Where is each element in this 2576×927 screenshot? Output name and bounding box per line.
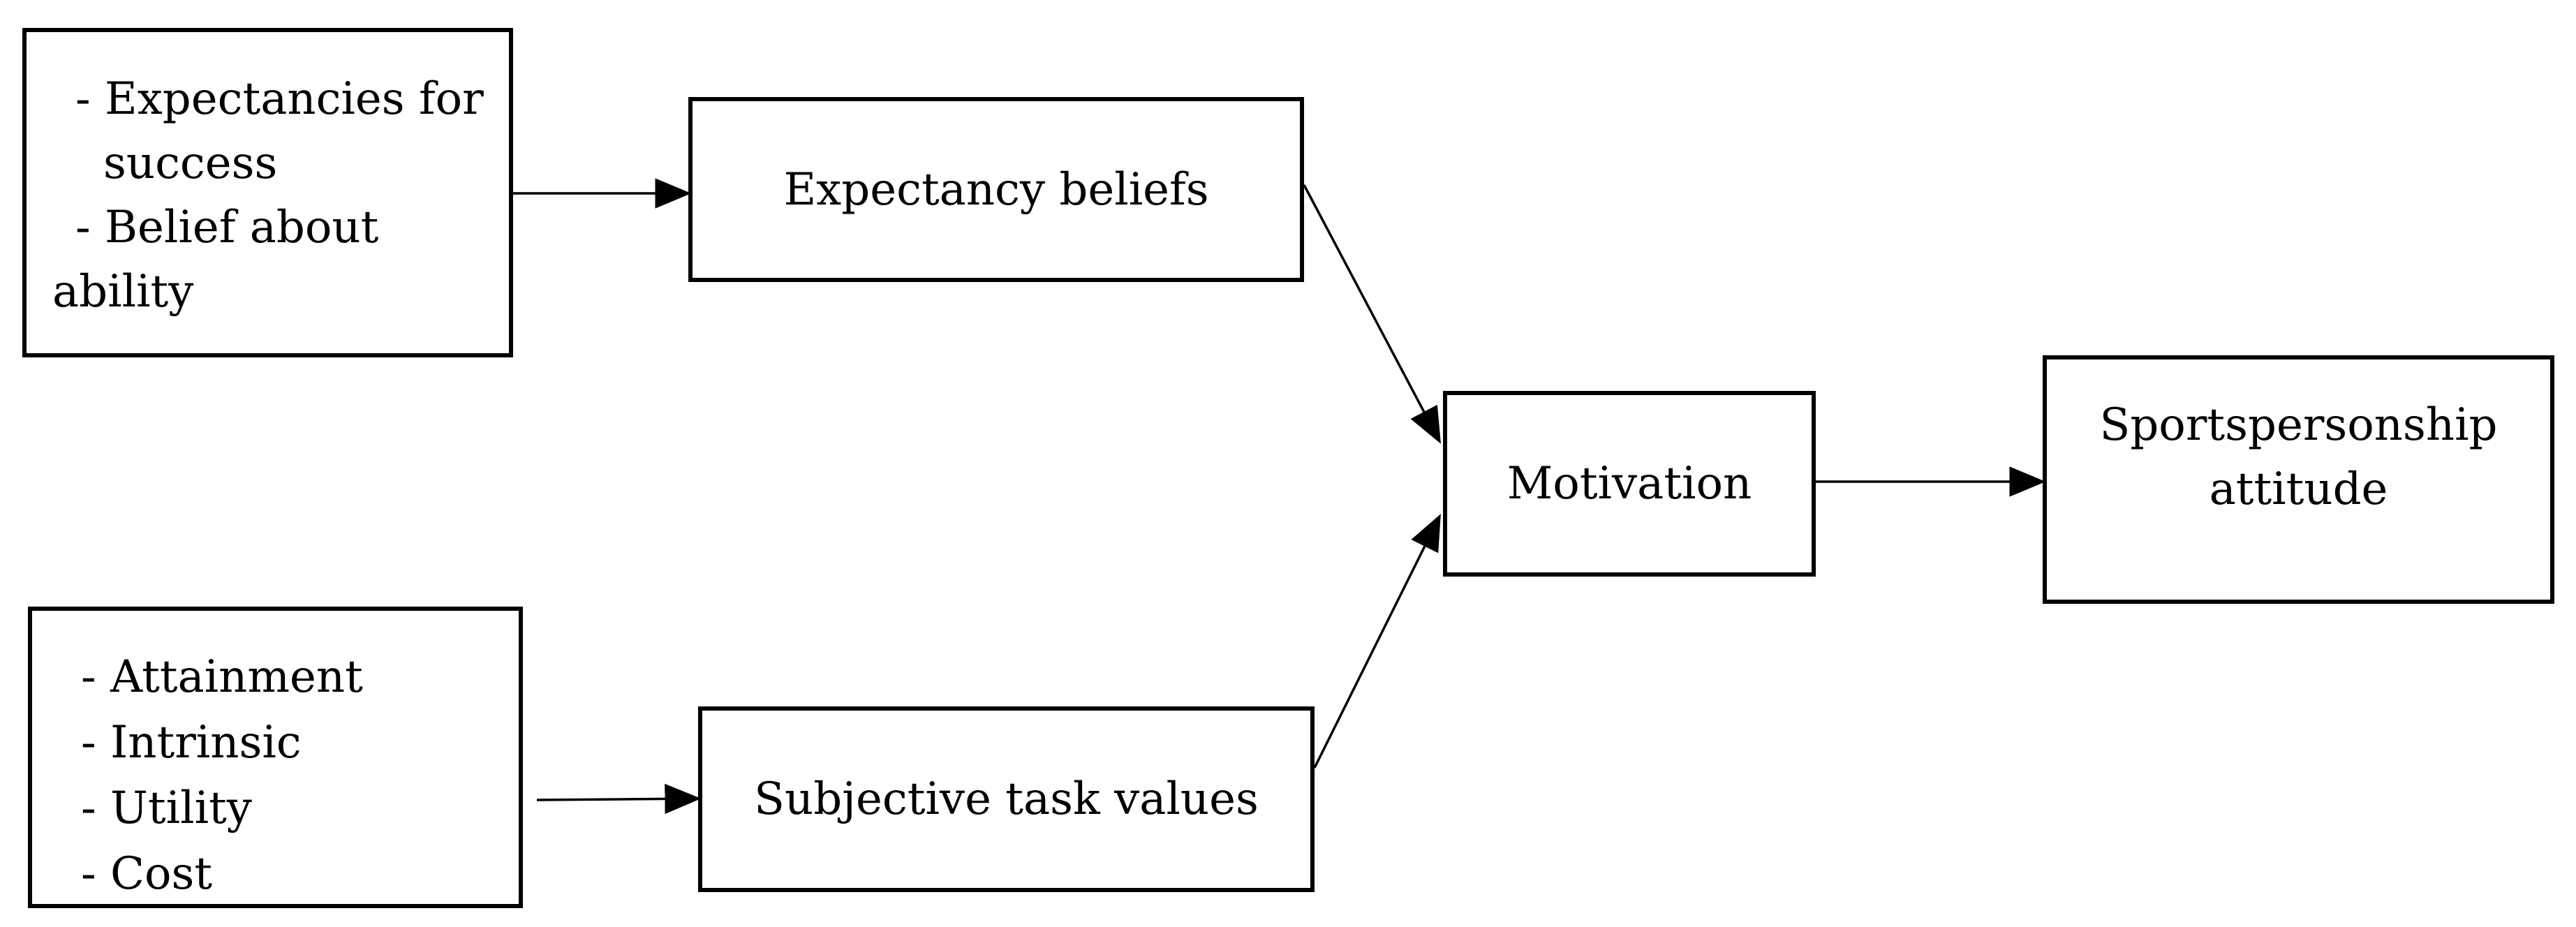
expectancy-items-line-2: success (103, 138, 278, 189)
value-items-line-1: - Attainment (81, 651, 363, 703)
expectancy-beliefs-box: Expectancy beliefs (688, 97, 1304, 282)
sportspersonship-attitude-line-1: Sportspersonship (2099, 399, 2498, 451)
motivation-box: Motivation (1443, 391, 1816, 577)
arrow-subjective-task-values-to-motivation (1313, 514, 1441, 769)
value-items-box: - Attainment - Intrinsic - Utility - Cos… (28, 607, 523, 908)
motivation-label: Motivation (1507, 458, 1752, 510)
sportspersonship-attitude-line-2: attitude (2209, 464, 2388, 515)
subjective-task-values-label: Subjective task values (754, 773, 1259, 825)
expectancy-items-box: - Expectancies for success - Belief abou… (22, 28, 513, 357)
sportspersonship-attitude-box: Sportspersonship attitude (2043, 355, 2554, 604)
expectancy-items-line-3: - Belief about (75, 202, 379, 253)
arrow-value-items-to-subjective-task-values (536, 783, 702, 815)
expectancy-beliefs-label: Expectancy beliefs (783, 163, 1209, 216)
arrow-expectancy-beliefs-to-motivation (1303, 184, 1442, 444)
value-items-line-3: - Utility (81, 783, 252, 834)
value-items-line-2: - Intrinsic (81, 717, 302, 769)
expectancy-items-line-4: ability (52, 266, 194, 318)
value-items-line-4: - Cost (81, 848, 213, 900)
expectancy-items-line-1: - Expectancies for (75, 73, 484, 125)
subjective-task-values-box: Subjective task values (698, 706, 1315, 892)
